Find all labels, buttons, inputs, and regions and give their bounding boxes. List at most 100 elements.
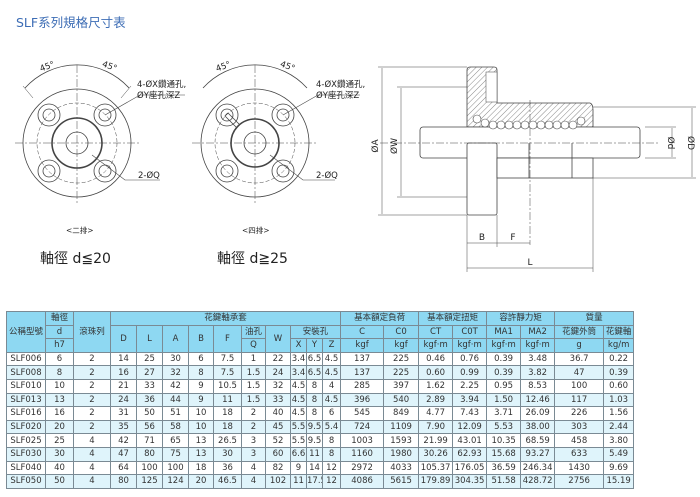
table-cell: 13 [45,392,74,408]
header-mount-hole: 安裝孔 [289,324,342,340]
table-cell: 1160 [340,446,385,462]
table-cell: 6.6 [290,446,307,462]
table-cell: 8 [306,392,323,408]
table-cell: 458 [554,433,605,448]
table-cell: 8 [188,365,214,380]
table-cell: 36 [213,460,242,476]
table-cell: 4 [73,446,111,462]
table-cell: 0.39 [486,351,522,367]
header-model: 公稱型號 [6,311,46,353]
dim-W-label: ØW [389,138,400,154]
header-C0T: C0T [452,324,488,340]
header-D: D [110,324,137,353]
table-cell: 51.58 [486,474,522,489]
header-C0: C0 [383,324,420,340]
table-cell: 14 [110,351,137,367]
table-cell: 100 [136,460,163,476]
table-cell: 2756 [554,474,605,489]
header-Z: Z [321,338,342,353]
unit-kgf: kgf [383,338,420,353]
table-cell: 8 [306,378,323,394]
header-L: L [136,324,163,353]
table-cell: 0.46 [418,351,454,367]
table-cell: 42 [110,433,137,448]
table-cell: 396 [340,392,385,408]
table-cell: 27 [136,365,163,380]
header-shaft-d: d [45,324,74,340]
table-cell: 15.19 [603,474,635,489]
table-cell: 2.89 [418,392,454,408]
model-cell: SLF040 [6,460,46,476]
header-W: W [265,324,291,353]
table-cell: 8 [321,446,342,462]
table-cell: 1430 [554,460,605,476]
table-cell: 179.89 [418,474,454,489]
table-cell: 4 [73,474,111,489]
table-cell: 40 [45,460,74,476]
dim-D-label: ØD [685,136,696,150]
table-cell: 30.26 [418,446,454,462]
table-cell: 12 [321,460,342,476]
table-cell: 9.69 [603,460,635,476]
table-cell: 6.5 [306,365,323,380]
table-cell: 15.68 [486,446,522,462]
table-cell: 10 [45,378,74,394]
table-cell: 62.93 [452,446,488,462]
table-cell: 44 [162,392,189,408]
table-cell: 246.34 [520,460,556,476]
table-cell: 46.5 [213,474,242,489]
model-cell: SLF016 [6,406,46,421]
table-cell: 4033 [383,460,420,476]
table-cell: 124 [162,474,189,489]
table-cell: 303 [554,419,605,435]
angle-label: 45° [101,60,119,75]
table-cell: 7.90 [418,419,454,435]
table-cell: 3.71 [486,406,522,421]
table-cell: 33 [136,378,163,394]
table-cell: 75 [162,446,189,462]
table-cell: 0.39 [603,365,635,380]
table-cell: 4086 [340,474,385,489]
table-cell: 8.53 [520,378,556,394]
header-sleeve: 花鍵軸承套 [109,311,342,326]
table-cell: 64 [110,460,137,476]
table-cell: 4.5 [321,365,342,380]
table-cell: 10 [188,419,214,435]
table-cell: 1.03 [603,392,635,408]
table-cell: 47 [110,446,137,462]
table-cell: 137 [340,365,385,380]
table-cell: 58 [162,419,189,435]
table-cell: 4 [73,433,111,448]
spec-table: 公稱型號 軸徑 滾珠列 花鍵軸承套 基本額定負荷 基本額定扭矩 容許靜力矩 質量… [6,311,635,489]
model-cell: SLF025 [6,433,46,448]
table-cell: 11 [213,392,242,408]
table-cell: 9 [188,378,214,394]
table-cell: 3.80 [603,433,635,448]
header-MA1: MA1 [486,324,522,340]
table-cell: 93.27 [520,446,556,462]
table-cell: 2 [241,419,266,435]
table-cell: 6 [321,406,342,421]
table-cell: 4.5 [290,406,307,421]
table-cell: 14 [306,460,323,476]
unit-kgf: kgf [340,338,385,353]
table-cell: 16 [110,365,137,380]
table-cell: 80 [136,446,163,462]
table-cell: 9 [290,460,307,476]
table-cell: 285 [340,378,385,394]
table-cell: 9.5 [306,419,323,435]
table-cell: 42 [162,378,189,394]
caption-four-row: <四排> [242,225,270,235]
table-cell: 100 [554,378,605,394]
table-cell: 117 [554,392,605,408]
table-cell: 1.50 [486,392,522,408]
hole-note-1: 4-ØX鑽通孔, [316,79,365,90]
table-cell: 31 [110,406,137,421]
table-cell: 30 [45,446,74,462]
table-cell: 35 [110,419,137,435]
table-cell: 5.53 [486,419,522,435]
